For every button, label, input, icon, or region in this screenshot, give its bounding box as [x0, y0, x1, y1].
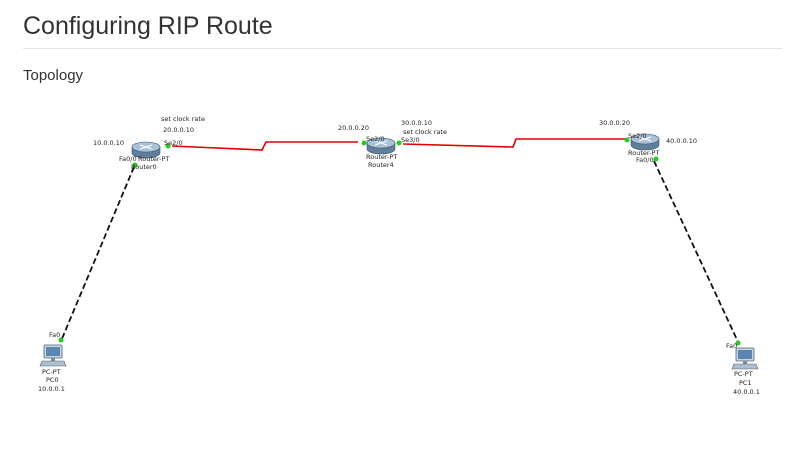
- port-status-dot: [653, 156, 659, 162]
- router4-left-ip: 20.0.0.20: [338, 124, 369, 132]
- pc0-port-label: Fa0: [49, 331, 60, 339]
- router0-name-label: Router0: [131, 163, 157, 171]
- pc0-type-label: PC-PT: [42, 368, 61, 376]
- router-right-left-port: Se2/0: [628, 132, 647, 140]
- page-title: Configuring RIP Route: [23, 12, 273, 40]
- port-status-dot: [396, 140, 402, 146]
- router4-right-ip: 30.0.0.10: [401, 119, 432, 127]
- router4-name-label: Router4: [368, 161, 394, 169]
- ethernet-link-router0-pc0[interactable]: [60, 166, 135, 342]
- pc1[interactable]: [731, 347, 759, 370]
- port-status-dot: [361, 140, 367, 146]
- pc-icon: [731, 347, 759, 370]
- pc1-type-label: PC-PT: [734, 370, 753, 378]
- router-right-fa-ip: 40.0.0.10: [666, 137, 697, 145]
- router0-serial-port: Se2/0: [164, 139, 183, 147]
- pc1-port-label: Fa0: [726, 342, 737, 350]
- router4-left-port: Se2/0: [366, 135, 385, 143]
- port-status-dot: [132, 162, 138, 168]
- router-right-fa-port: Fa0/0: [636, 156, 654, 164]
- router-icon: [131, 141, 161, 159]
- router4-type-label: Router-PT: [366, 153, 397, 161]
- router4-clock-label: set clock rate: [403, 128, 447, 136]
- router4-right-port: Se3/0: [401, 136, 420, 144]
- router-right-left-ip: 30.0.0.20: [599, 119, 630, 127]
- pc0-name-label: PC0: [46, 376, 59, 384]
- serial-link-router4-router-right[interactable]: [402, 138, 626, 148]
- pc0[interactable]: [39, 344, 67, 367]
- router0-serial-ip: 20.0.0.10: [163, 126, 194, 134]
- port-status-dot: [624, 137, 630, 143]
- router4[interactable]: [366, 137, 396, 155]
- pc1-name-label: PC1: [739, 379, 752, 387]
- router0-clock-label: set clock rate: [161, 115, 205, 123]
- port-status-dot: [165, 143, 171, 149]
- port-status-dot: [735, 340, 741, 346]
- router-icon: [630, 133, 660, 151]
- ethernet-link-router-right-pc1[interactable]: [653, 160, 740, 345]
- pc-icon: [39, 344, 67, 367]
- section-heading-topology: Topology: [23, 67, 84, 84]
- router0-fa-port: Fa0/0: [119, 155, 137, 163]
- router-right[interactable]: [630, 133, 660, 151]
- port-status-dot: [58, 337, 64, 343]
- router-right-type-label: Router-PT: [628, 149, 659, 157]
- pc0-ip-label: 10.0.0.1: [38, 385, 65, 393]
- serial-link-router0-router4[interactable]: [171, 141, 358, 151]
- router0-type-label: Router-PT: [138, 155, 169, 163]
- router0[interactable]: [131, 141, 161, 159]
- title-divider: [23, 48, 782, 49]
- router-icon: [366, 137, 396, 155]
- router0-fa-ip: 10.0.0.10: [93, 139, 124, 147]
- pc1-ip-label: 40.0.0.1: [733, 388, 760, 396]
